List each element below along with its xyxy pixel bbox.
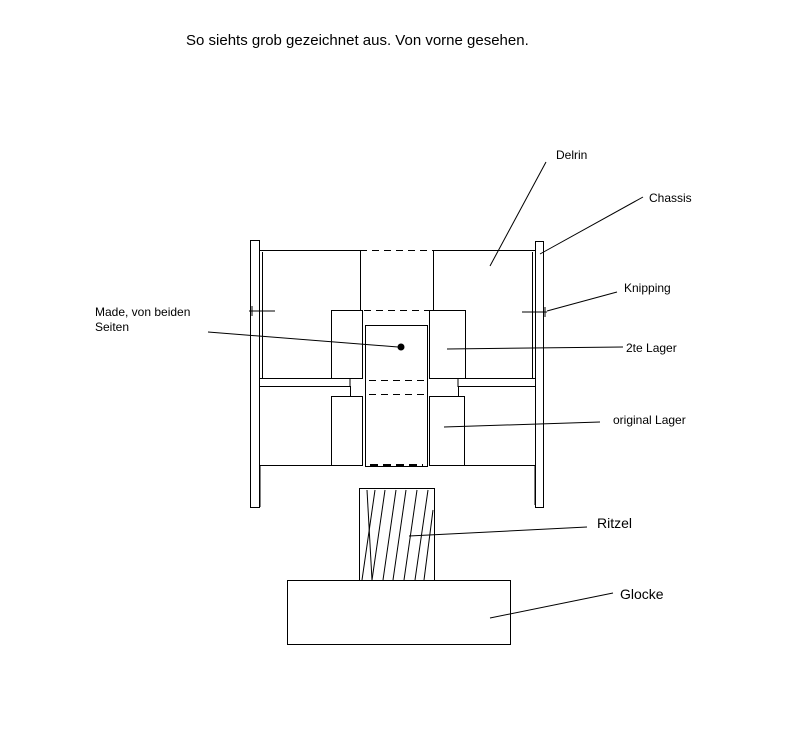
delrin-block (260, 250, 535, 378)
bearing-original-lager (331, 396, 465, 466)
knipping-clip-right (522, 307, 547, 317)
knipping-clip-left (249, 306, 275, 316)
leader-lines (207, 161, 644, 619)
leader-made (207, 331, 399, 348)
chassis-bottom-flange (259, 465, 536, 507)
diagram-caption: So siehts grob gezeichnet aus. Von vorne… (186, 32, 529, 49)
label-delrin: Delrin (556, 148, 587, 162)
chassis-middle-plate (260, 378, 535, 396)
label-chassis: Chassis (649, 191, 692, 205)
label-knipping: Knipping (624, 281, 671, 295)
leader-delrin (489, 161, 547, 267)
chassis-right-wall (535, 241, 544, 508)
leader-ritzel (408, 526, 588, 537)
label-made-line1: Made, von beiden (95, 305, 190, 319)
label-ritzel: Ritzel (597, 515, 632, 531)
label-made-line2: Seiten (95, 320, 129, 334)
set-screw-dot (397, 343, 405, 351)
chassis-left-wall (250, 240, 260, 508)
leader-chassis (539, 196, 644, 255)
shaft (365, 325, 428, 467)
leader-knipping (546, 291, 618, 312)
leader-original-lager (443, 421, 601, 428)
label-original-lager: original Lager (613, 413, 686, 427)
label-glocke: Glocke (620, 586, 664, 602)
leader-glocke (489, 592, 614, 619)
leader-2te-lager (446, 346, 624, 350)
label-2te-lager: 2te Lager (626, 341, 677, 355)
bell-glocke (287, 580, 511, 645)
pinion-ritzel (359, 488, 435, 581)
bearing-2te-lager (331, 310, 466, 379)
